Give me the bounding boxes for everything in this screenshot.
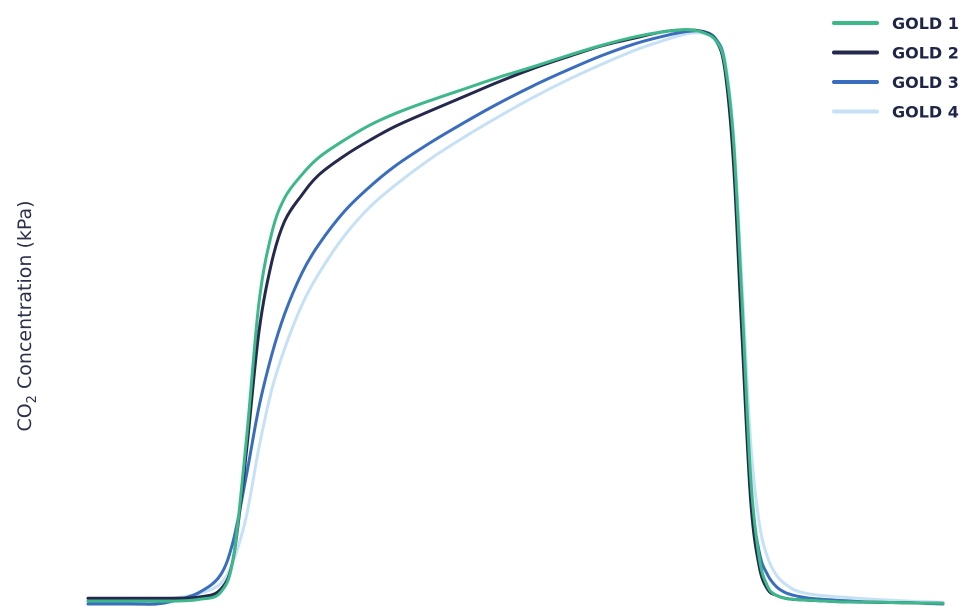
y-axis-label: CO2 Concentration (kPa) xyxy=(14,200,40,431)
legend-label-gold-3: GOLD 3 xyxy=(892,73,959,92)
series-line-gold-1 xyxy=(86,28,945,605)
series-line-gold-4 xyxy=(86,31,945,604)
legend: GOLD 1 GOLD 2 GOLD 3 GOLD 4 xyxy=(832,14,959,122)
legend-label-gold-1: GOLD 1 xyxy=(892,14,959,33)
series-layer xyxy=(86,28,945,606)
series-line-gold-3 xyxy=(86,29,945,606)
legend-label-gold-4: GOLD 4 xyxy=(892,103,959,122)
series-line-gold-2 xyxy=(86,28,945,605)
legend-label-gold-2: GOLD 2 xyxy=(892,44,959,63)
